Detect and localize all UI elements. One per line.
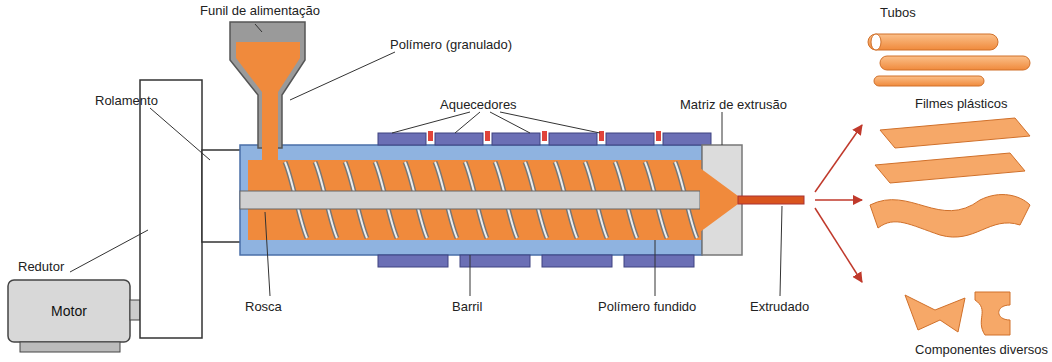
part-label: Polímero (granulado): [390, 38, 512, 52]
motor: [8, 280, 140, 352]
part-label: Filmes plásticos: [915, 97, 1007, 111]
part-label: Tubos: [880, 6, 916, 20]
hopper: [230, 22, 305, 160]
part-label: Rosca: [245, 300, 282, 314]
node-text: Motor: [51, 303, 87, 319]
part-label: Extrudado: [750, 300, 809, 314]
various-components: [905, 292, 1010, 335]
part-label: Funil de alimentação: [200, 4, 320, 18]
leader-lines: [70, 24, 782, 296]
part-label: Matriz de extrusão: [680, 98, 787, 112]
output-arrows: [815, 125, 862, 282]
reducer-box: [140, 80, 202, 338]
plastic-films: [870, 118, 1030, 237]
part-label: Aquecedores: [440, 98, 517, 112]
barrel: [240, 145, 702, 255]
tubes: [868, 34, 1030, 86]
heaters: [378, 131, 711, 267]
part-label: Barril: [452, 300, 482, 314]
part-label: Polímero fundido: [598, 300, 696, 314]
screw-shaft: [240, 191, 700, 209]
part-label: Redutor: [18, 260, 64, 274]
part-label: Rolamento: [95, 94, 158, 108]
part-label: Componentes diversos: [915, 343, 1048, 357]
bearing-box: [202, 150, 242, 242]
extrusion-die: [700, 145, 804, 255]
motor-box: Motor: [8, 280, 130, 342]
